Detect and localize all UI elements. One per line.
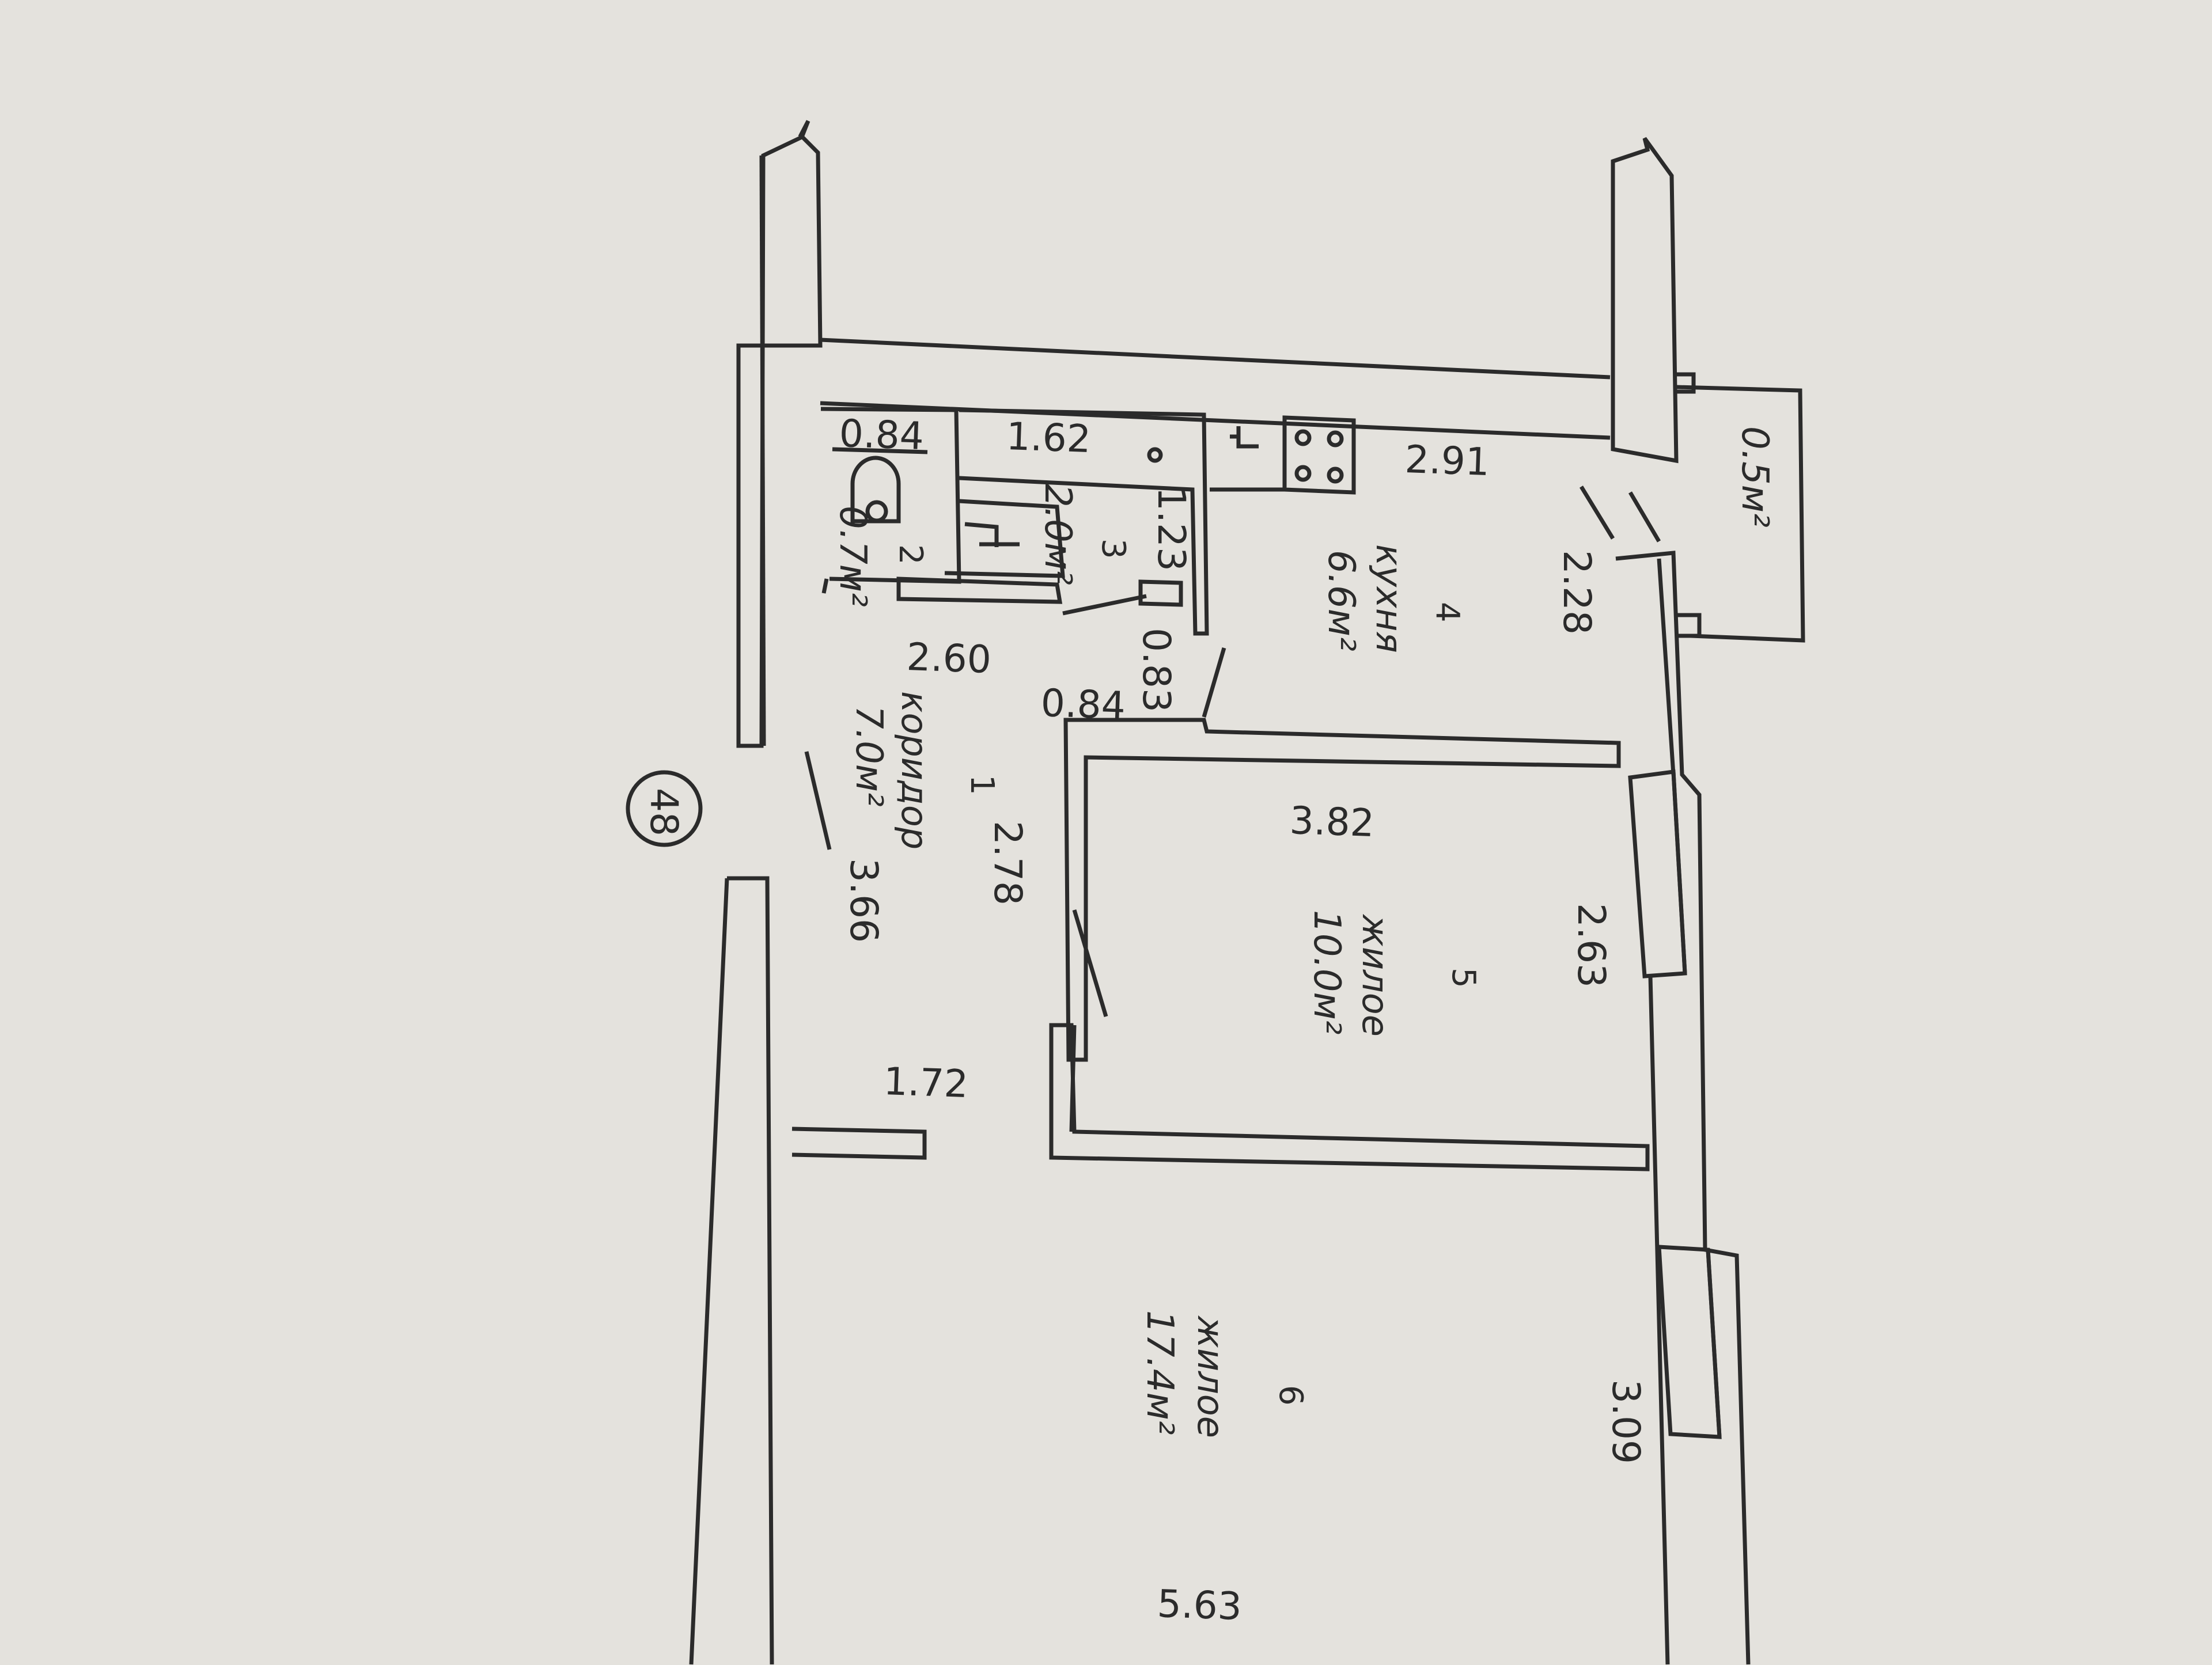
dimension-label: 2.91 — [1404, 437, 1491, 485]
room-number: 2 — [892, 544, 929, 565]
dimension-label: 3.66 — [842, 858, 886, 943]
door-swing-room5 — [1072, 909, 1108, 1017]
room-area: 6.6м² — [1320, 550, 1362, 651]
dimension-label: 0.84 — [1040, 681, 1127, 729]
room-name: коридор — [893, 691, 935, 850]
balcony-nub-bottom — [1677, 613, 1702, 638]
dimension-label: 2.78 — [986, 821, 1030, 905]
washbasin-icon — [964, 522, 1020, 547]
dimension-label: 1.62 — [1005, 414, 1092, 462]
bathroom-bottom-wall — [896, 577, 1063, 604]
door-swing-balcony — [1580, 486, 1661, 543]
sink-icon — [1230, 426, 1259, 449]
dimension-label: 5.63 — [1156, 1581, 1243, 1629]
room-number: 5 — [1445, 968, 1482, 988]
dimension-label: 1.23 — [1149, 487, 1194, 571]
bathroom-nub — [1138, 579, 1183, 607]
outer-wall-right-long — [1648, 976, 1670, 1665]
room-area: 17.4м² — [1138, 1310, 1181, 1435]
dimension-label: 3.82 — [1289, 798, 1376, 846]
wc-outline — [820, 407, 961, 584]
wc-drain-icon — [865, 500, 888, 523]
room-name: жилое — [1354, 915, 1396, 1037]
dimension-label: 3.09 — [1604, 1379, 1648, 1464]
outer-wall-right-upper — [1611, 136, 1679, 464]
room-number: 1 — [963, 775, 1001, 795]
room-area: 10.0м² — [1305, 910, 1348, 1035]
dimension-label: 2.28 — [1555, 550, 1599, 635]
dimension-label: 1.72 — [882, 1059, 969, 1107]
door-swing-wc — [821, 578, 829, 594]
kitchen-stove — [1282, 415, 1356, 495]
wall-room5-lower — [1049, 1023, 1650, 1171]
outer-wall-right-lower — [1615, 551, 1751, 1665]
room-number: 4 — [1429, 602, 1466, 623]
room-number: 6 — [1272, 1385, 1309, 1406]
outer-wall-left-upper — [736, 120, 823, 748]
balcony-nub-top — [1676, 372, 1696, 394]
axis-marker-circle — [626, 770, 703, 847]
window-room6-inner — [1706, 1249, 1722, 1438]
balcony-area: 0.5м² — [1733, 426, 1776, 528]
room-area: 2.0м² — [1036, 484, 1079, 585]
room-area: 0.7м² — [831, 506, 874, 607]
balcony-outline — [1676, 385, 1805, 643]
door-swing-kitchen — [1202, 647, 1226, 718]
wall-top — [820, 337, 1611, 440]
bath-drain-icon — [1147, 447, 1163, 463]
room-name: кухня — [1368, 544, 1410, 653]
outer-wall-left-upper-inner — [759, 155, 766, 746]
wall-room6-stub — [791, 1127, 927, 1160]
outer-wall-left-lower — [689, 876, 774, 1665]
window-room5-inner — [1671, 771, 1687, 974]
room-number: 3 — [1094, 538, 1132, 559]
stove-burner-icon — [1327, 430, 1344, 447]
room-area: 7.0м² — [847, 706, 890, 807]
dimension-label: 2.63 — [1569, 903, 1613, 988]
dimension-label: 0.84 — [838, 411, 925, 459]
stove-burner-icon — [1327, 466, 1344, 484]
bathroom-inner-wall — [944, 499, 1065, 578]
room-name: жилое — [1190, 1316, 1232, 1438]
stove-burner-icon — [1294, 465, 1312, 482]
dimension-label: 0.83 — [1134, 628, 1179, 712]
wc-bowl-icon — [850, 456, 901, 524]
door-swing-entrance — [804, 751, 832, 850]
dimension-label: 2.60 — [906, 635, 993, 682]
bathroom-outline — [959, 408, 1209, 636]
axis-marker-label: 48 — [642, 788, 686, 836]
stove-burner-icon — [1294, 429, 1312, 446]
wall-room5-lower-inner — [1069, 1025, 1077, 1132]
door-swing-bath — [1062, 594, 1147, 616]
